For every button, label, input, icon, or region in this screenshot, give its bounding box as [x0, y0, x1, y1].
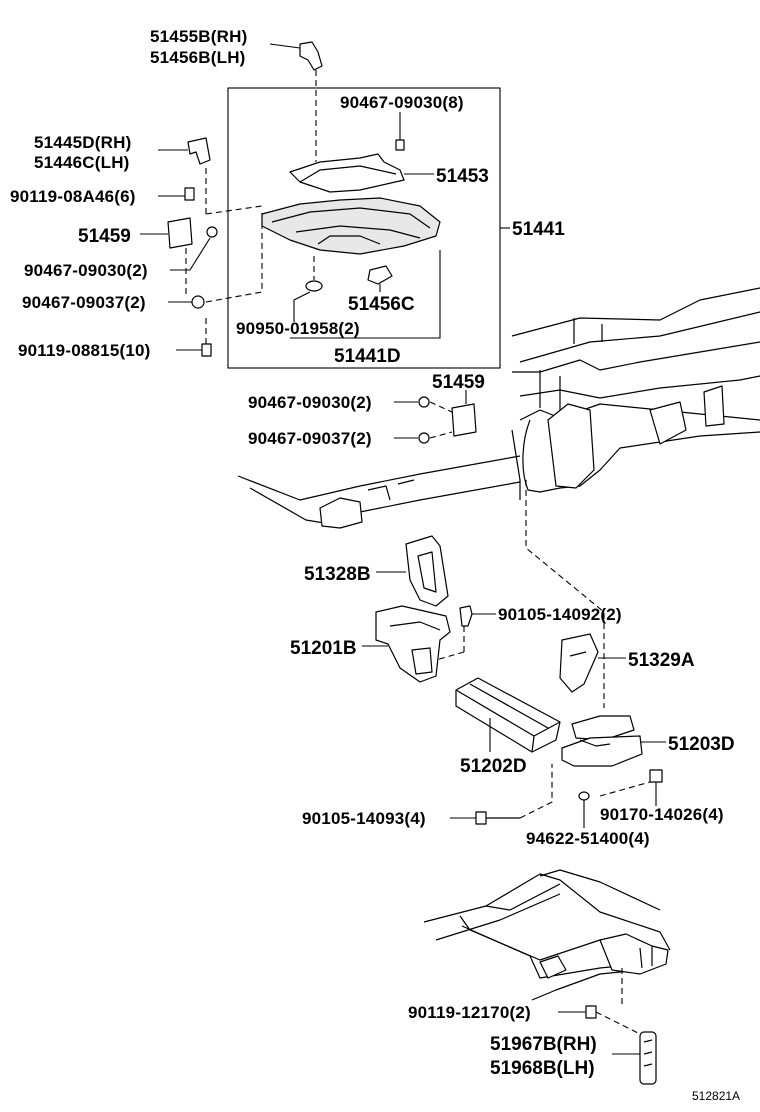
label-90105-14093: 90105-14093(4) — [302, 809, 426, 828]
bolt-icon — [435, 605, 496, 661]
label-90950-01958: 90950-01958(2) — [236, 319, 360, 338]
label-51201b: 51201B — [290, 638, 357, 659]
bolt-icon — [558, 968, 641, 1035]
label-90467-09037-2-upper: 90467-09037(2) — [22, 293, 146, 312]
clip-icon — [168, 212, 263, 309]
bracket-51328b — [376, 535, 449, 607]
label-51967b: 51967B(RH) — [490, 1034, 597, 1055]
label-51328b: 51328B — [304, 564, 371, 585]
bracket-51445d — [158, 137, 263, 215]
label-51446c: 51446C(LH) — [34, 153, 130, 172]
label-51329a: 51329A — [628, 650, 695, 671]
label-90467-09037-2-lower: 90467-09037(2) — [248, 429, 372, 448]
cross-member — [237, 455, 521, 529]
bolt-icon — [176, 318, 212, 357]
nut-icon — [599, 769, 663, 806]
crossmember-51202d — [455, 677, 561, 753]
label-90119-08a46: 90119-08A46(6) — [10, 187, 136, 206]
label-51203d: 51203D — [668, 734, 735, 755]
bracket-51201b — [362, 605, 451, 683]
label-51441: 51441 — [512, 219, 565, 240]
bracket-51329a — [559, 633, 626, 693]
label-51456b: 51456B(LH) — [150, 48, 246, 67]
clip-51456c — [367, 265, 393, 292]
label-51441d: 51441D — [334, 346, 401, 367]
bracket-51459-upper — [140, 217, 193, 296]
figure-id: 512821A — [692, 1089, 740, 1103]
guard-51967b — [612, 1031, 657, 1085]
bracket-51459-lower — [394, 390, 477, 444]
mount-51203d — [561, 715, 666, 767]
label-90467-09030-8: 90467-09030(8) — [340, 93, 464, 112]
screw-icon — [395, 112, 405, 151]
label-51968b: 51968B(LH) — [490, 1058, 595, 1079]
rear-frame — [423, 869, 671, 1001]
bolt-icon — [158, 187, 195, 201]
bolt-icon — [450, 764, 553, 825]
bracket-51455b — [269, 41, 323, 162]
cover-51453 — [289, 153, 434, 193]
label-90467-09030-2-lower: 90467-09030(2) — [248, 393, 372, 412]
frame-rail — [511, 287, 760, 500]
label-90105-14092: 90105-14092(2) — [498, 605, 622, 624]
nut-icon — [170, 226, 218, 271]
label-94622-51400: 94622-51400(4) — [526, 829, 650, 848]
label-51456c: 51456C — [348, 294, 415, 315]
label-90119-08815: 90119-08815(10) — [18, 341, 151, 360]
label-51455b: 51455B(RH) — [150, 27, 247, 46]
label-51459-lower: 51459 — [432, 372, 485, 393]
washer-icon — [578, 791, 590, 828]
label-90119-12170: 90119-12170(2) — [408, 1003, 531, 1022]
label-90170-14026: 90170-14026(4) — [600, 805, 724, 824]
label-51459-upper: 51459 — [78, 226, 131, 247]
label-90467-09030-2-upper: 90467-09030(2) — [24, 261, 148, 280]
grommet-icon — [293, 256, 323, 322]
label-51453: 51453 — [436, 166, 489, 187]
under-cover-51441d — [261, 197, 441, 255]
label-51202d: 51202D — [460, 756, 527, 777]
label-51445d: 51445D(RH) — [34, 133, 131, 152]
